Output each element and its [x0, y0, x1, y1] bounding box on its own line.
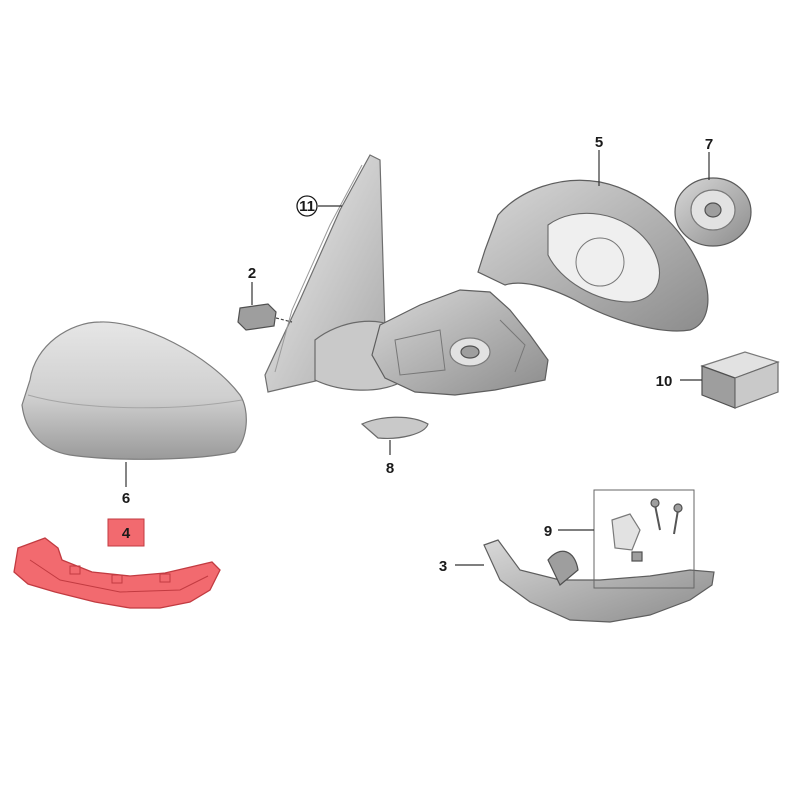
- connector-plug-part: [237, 303, 293, 331]
- label-7: 7: [705, 136, 713, 153]
- label-4: 4: [122, 525, 131, 542]
- label-11-circle: [296, 195, 318, 217]
- lower-trim-part: [483, 539, 715, 623]
- fastener-kit-part: [593, 489, 695, 589]
- mirror-cap-part: [21, 321, 247, 460]
- label-2: 2: [248, 265, 256, 282]
- label-8: 8: [386, 460, 394, 477]
- adjust-motor-part: [674, 177, 752, 247]
- label-6: 6: [122, 490, 130, 507]
- mirror-housing-part: [477, 179, 709, 332]
- label-4-highlight-box: [107, 518, 145, 547]
- turn-signal-strip-part: [13, 537, 221, 609]
- label-5: 5: [595, 134, 603, 151]
- cover-plate-part: [360, 416, 429, 439]
- label-3: 3: [439, 558, 447, 575]
- mirror-motor-housing-part: [371, 289, 549, 396]
- packaging-box-part: [700, 351, 780, 409]
- label-9: 9: [544, 523, 552, 540]
- label-10: 10: [656, 373, 673, 390]
- label-11: 11: [299, 198, 315, 215]
